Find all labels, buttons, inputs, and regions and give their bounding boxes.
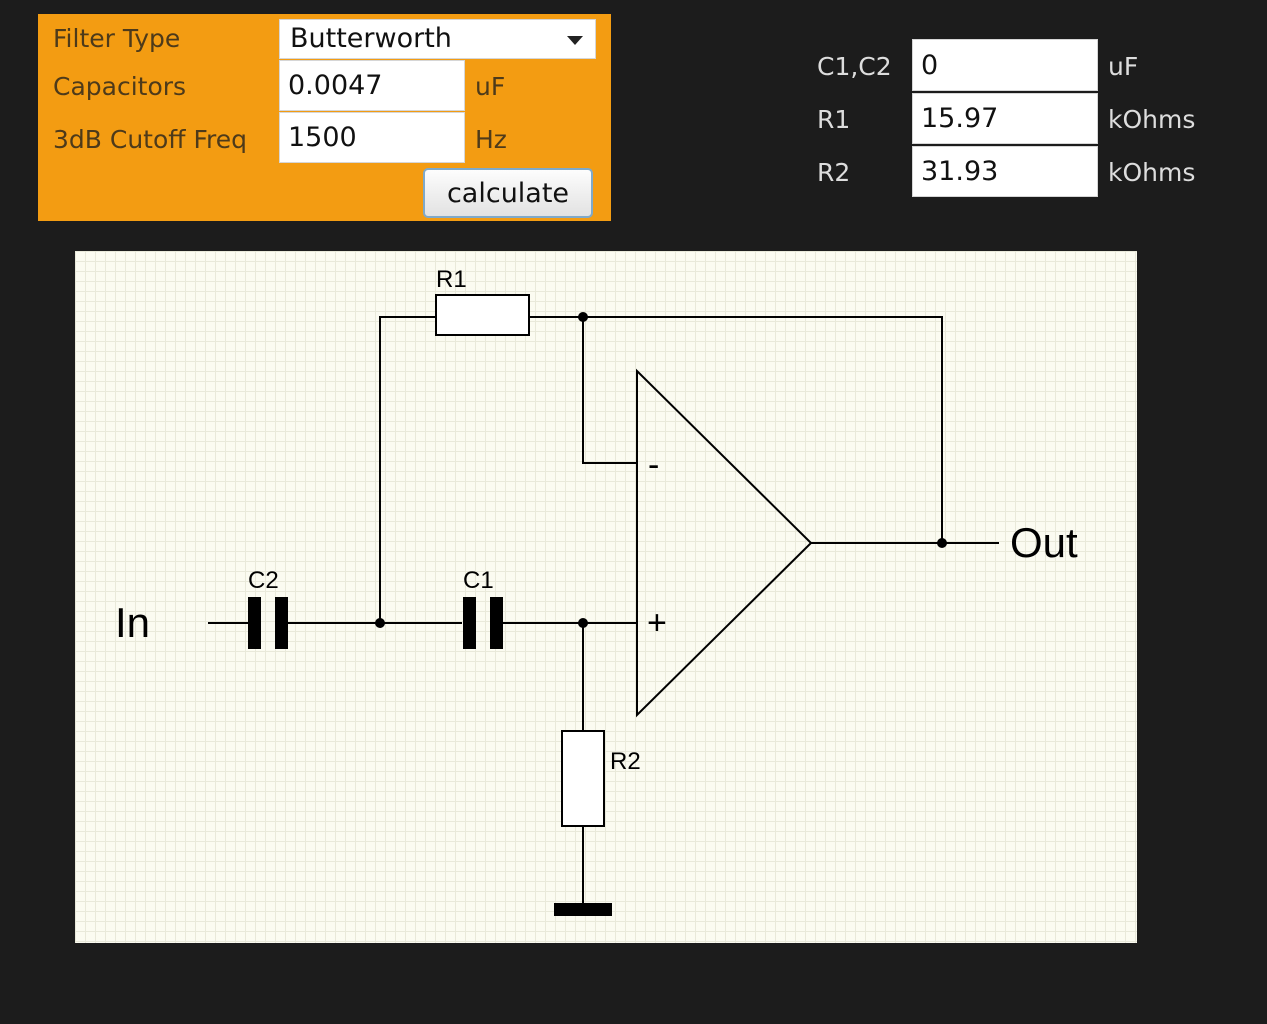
r2-component-label: R2 [610, 748, 641, 775]
r2-result-field[interactable] [912, 146, 1098, 197]
output-terminal-label: Out [1010, 519, 1078, 566]
capacitor-c1-plate-right [490, 597, 503, 649]
r1-component-label: R1 [436, 266, 467, 293]
r1-result-field[interactable] [912, 93, 1098, 144]
wire-left-feedback [379, 316, 436, 623]
r1-result-unit: kOhms [1108, 105, 1196, 134]
r2-result-label: R2 [817, 158, 851, 187]
capacitor-c2-plate-right [275, 597, 288, 649]
capacitors-unit: uF [475, 72, 506, 101]
junction-dot [578, 618, 588, 628]
cutoff-freq-unit: Hz [475, 125, 507, 154]
cutoff-freq-label: 3dB Cutoff Freq [53, 125, 247, 154]
circuit-schematic: R1 R2 C2 C1 In Out - + [115, 266, 1078, 916]
chevron-down-icon [567, 36, 583, 45]
opamp-minus-sign: - [648, 446, 659, 484]
filter-type-label: Filter Type [53, 24, 181, 53]
opamp-plus-sign: + [647, 604, 667, 642]
c1c2-result-label: C1,C2 [817, 52, 892, 81]
junction-dot [375, 618, 385, 628]
resistor-r1 [435, 294, 530, 336]
filter-input-panel: Filter Type Butterworth Capacitors uF 3d… [38, 14, 611, 221]
resistor-r2 [561, 730, 605, 827]
wire-minus-input [582, 317, 637, 464]
c1c2-result-field[interactable] [912, 39, 1098, 91]
circuit-diagram: R1 R2 C2 C1 In Out - + [75, 251, 1137, 943]
capacitors-input[interactable] [279, 60, 465, 111]
calculate-button[interactable]: calculate [423, 168, 593, 218]
c1c2-result-unit: uF [1108, 52, 1139, 81]
capacitor-c1-plate-left [463, 597, 476, 649]
junction-dot [937, 538, 947, 548]
c2-component-label: C2 [248, 567, 279, 594]
c1-component-label: C1 [463, 567, 494, 594]
wire-r1-output [529, 316, 943, 543]
filter-type-value: Butterworth [290, 23, 452, 54]
capacitor-c2-plate-left [248, 597, 261, 649]
r2-result-unit: kOhms [1108, 158, 1196, 187]
junction-dot [578, 312, 588, 322]
opamp-triangle [636, 368, 813, 718]
input-terminal-label: In [115, 599, 150, 646]
capacitors-label: Capacitors [53, 72, 187, 101]
r1-result-label: R1 [817, 105, 851, 134]
ground-symbol [554, 903, 612, 916]
cutoff-freq-input[interactable] [279, 112, 465, 163]
filter-type-select[interactable]: Butterworth [279, 19, 596, 59]
